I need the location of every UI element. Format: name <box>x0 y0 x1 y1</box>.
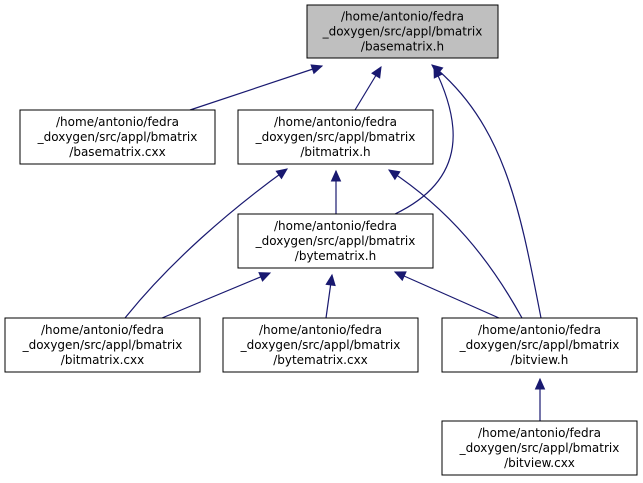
node-box <box>441 317 638 373</box>
node-label-line: /home/antonio/fedra <box>274 219 397 233</box>
node-box <box>222 317 419 373</box>
edge-line <box>161 272 271 319</box>
node-label-line: _doxygen/src/appl/bmatrix <box>459 338 620 352</box>
node-label-line: /home/antonio/fedra <box>274 115 397 129</box>
node-label-line: /bitview.cxx <box>504 456 575 470</box>
node-label-line: _doxygen/src/appl/bmatrix <box>22 338 183 352</box>
edge-bitview_h-to-basematrix_h <box>431 64 542 319</box>
node-basematrix-h: /home/antonio/fedra_doxygen/src/appl/bma… <box>306 4 499 59</box>
edge-bytematrix_h-to-bitmatrix_h <box>330 169 342 214</box>
node-box <box>306 4 499 59</box>
node-bytematrix-h[interactable]: /home/antonio/fedra_doxygen/src/appl/bma… <box>237 213 434 269</box>
node-label-line: /bytematrix.h <box>295 249 376 263</box>
node-label-line: /home/antonio/fedra <box>478 426 601 440</box>
edge-bitview_h-to-bytematrix_h <box>393 271 500 319</box>
node-bytematrix-cxx[interactable]: /home/antonio/fedra_doxygen/src/appl/bma… <box>222 317 419 373</box>
node-label-line: /bitview.h <box>511 353 569 367</box>
node-bitmatrix-h[interactable]: /home/antonio/fedra_doxygen/src/appl/bma… <box>237 109 434 165</box>
node-label-line: /home/antonio/fedra <box>56 115 179 129</box>
node-bitview-h[interactable]: /home/antonio/fedra_doxygen/src/appl/bma… <box>441 317 638 373</box>
node-bitmatrix-cxx[interactable]: /home/antonio/fedra_doxygen/src/appl/bma… <box>4 317 201 373</box>
edge-arrowhead <box>258 272 272 282</box>
node-label-line: /bytematrix.cxx <box>273 353 368 367</box>
edge-bitmatrix_cxx-to-bytematrix_h <box>161 272 272 319</box>
edge-arrowhead <box>371 65 382 79</box>
edge-arrowhead <box>393 271 407 282</box>
edge-bitview_h-to-bitmatrix_h <box>387 169 523 319</box>
edge-arrowhead <box>431 64 444 76</box>
node-box <box>237 109 434 165</box>
edge-bitmatrix_cxx-to-bitmatrix_h <box>124 168 288 319</box>
node-label-line: /bitmatrix.h <box>300 145 370 159</box>
edge-line <box>394 66 454 215</box>
edge-line <box>394 271 500 319</box>
edges-layer <box>124 64 546 421</box>
node-label-line: /home/antonio/fedra <box>341 10 464 24</box>
edge-arrowhead <box>534 377 546 390</box>
edge-basematrix_cxx-to-basematrix_h <box>189 64 324 111</box>
edge-arrowhead <box>325 273 336 287</box>
node-label-line: /home/antonio/fedra <box>259 323 382 337</box>
node-box <box>4 317 201 373</box>
node-label-line: /home/antonio/fedra <box>478 323 601 337</box>
node-bitview-cxx[interactable]: /home/antonio/fedra_doxygen/src/appl/bma… <box>441 420 638 476</box>
edge-arrowhead <box>387 169 401 181</box>
edge-line <box>124 168 288 319</box>
node-label-line: /bitmatrix.cxx <box>61 353 144 367</box>
edge-bytematrix_cxx-to-bytematrix_h <box>325 273 336 319</box>
node-label-line: /basematrix.cxx <box>69 145 165 159</box>
node-basematrix-cxx[interactable]: /home/antonio/fedra_doxygen/src/appl/bma… <box>19 109 216 165</box>
node-label-line: /basematrix.h <box>361 40 444 54</box>
edge-bitmatrix_h-to-basematrix_h <box>354 65 382 111</box>
node-box <box>237 213 434 269</box>
edge-bitview_cxx-to-bitview_h <box>534 377 546 421</box>
edge-arrowhead <box>310 64 324 75</box>
edge-arrowhead <box>330 169 342 182</box>
edge-arrowhead <box>275 168 288 180</box>
nodes-layer: /home/antonio/fedra_doxygen/src/appl/bma… <box>4 4 638 476</box>
node-label-line: _doxygen/src/appl/bmatrix <box>255 234 416 248</box>
node-label-line: _doxygen/src/appl/bmatrix <box>240 338 401 352</box>
node-label-line: _doxygen/src/appl/bmatrix <box>255 130 416 144</box>
node-box <box>441 420 638 476</box>
node-label-line: /home/antonio/fedra <box>41 323 164 337</box>
node-label-line: _doxygen/src/appl/bmatrix <box>459 441 620 455</box>
edge-line <box>431 64 542 319</box>
node-box <box>19 109 216 165</box>
edge-line <box>189 65 323 111</box>
node-label-line: _doxygen/src/appl/bmatrix <box>37 130 198 144</box>
node-label-line: _doxygen/src/appl/bmatrix <box>322 25 483 39</box>
edge-line <box>388 169 523 319</box>
